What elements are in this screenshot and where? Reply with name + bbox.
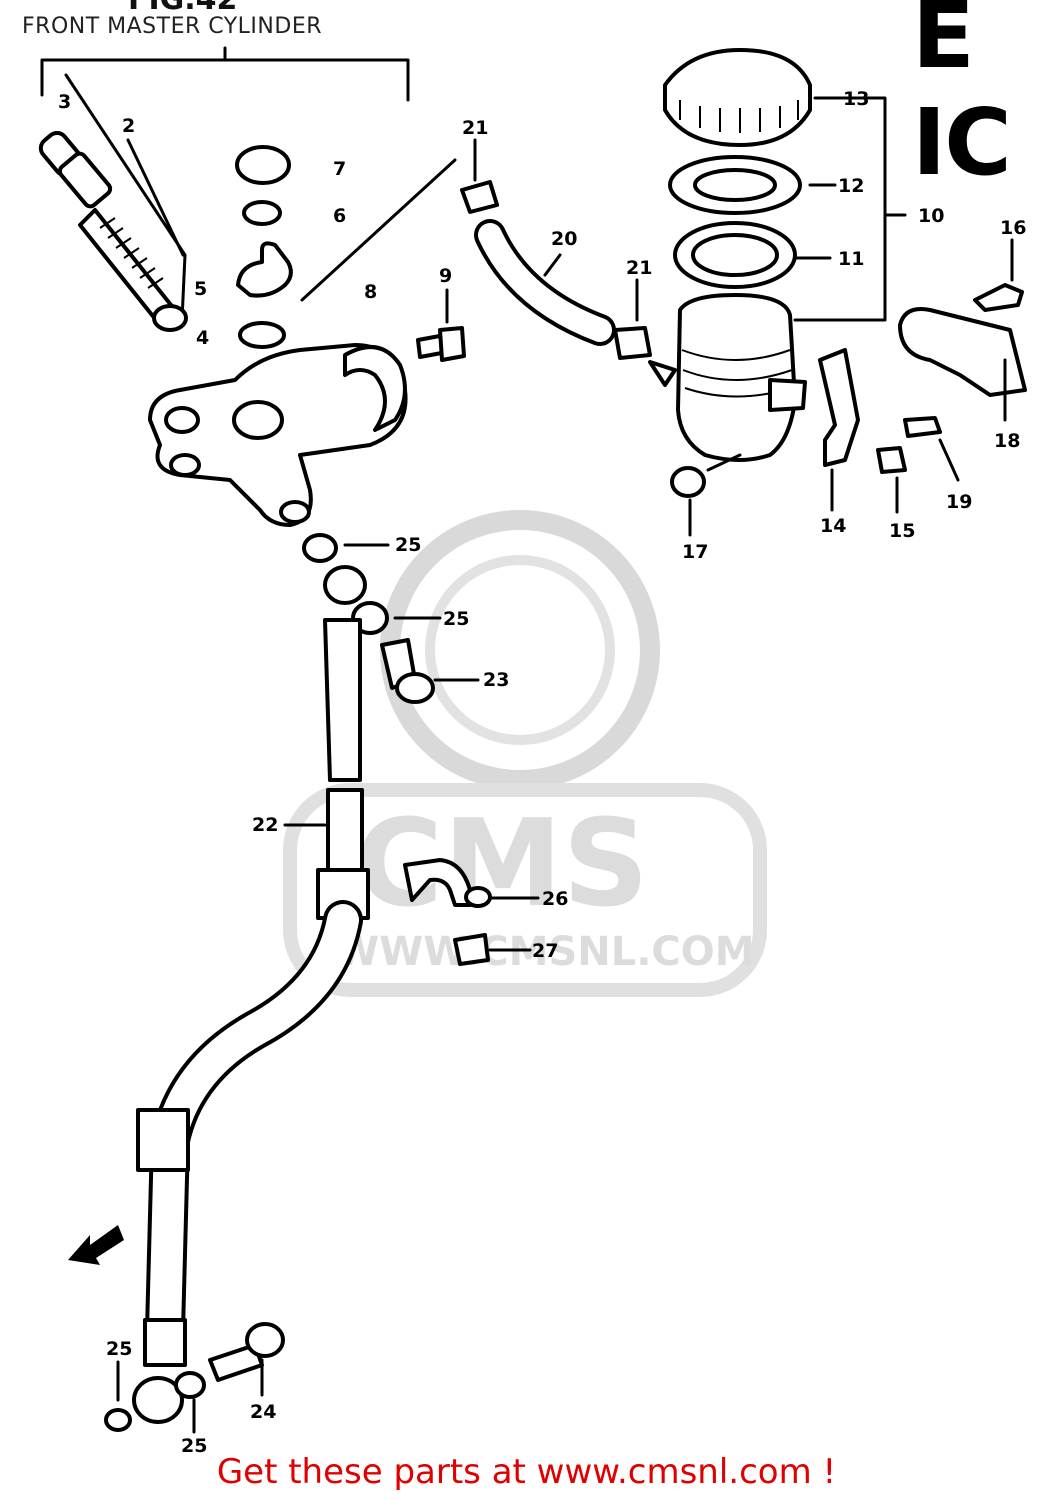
banjo-fittings [302,533,480,704]
callout-2: 2 [122,115,135,137]
callout-14: 14 [820,515,846,537]
callout-4: 4 [196,327,209,349]
callout-18: 18 [994,430,1020,452]
reservoir-hose [460,138,652,360]
callout-13: 13 [843,88,869,110]
bolt-24 [104,1322,285,1434]
callout-15: 15 [889,520,915,542]
piston-assembly [38,131,188,332]
callout-24: 24 [250,1401,276,1423]
callout-27: 27 [532,940,558,962]
watermark: CMS WWW.CMSNL.COM [283,510,767,997]
callout-11: 11 [838,248,864,270]
mounting-brackets [818,238,1027,514]
diagram-caption: FRONT MASTER CYLINDER [22,14,323,39]
callout-20: 20 [551,228,577,250]
callout-12: 12 [838,175,864,197]
bolt-9 [416,288,466,362]
reservoir-fitting [235,145,457,349]
watermark-url: WWW.CMSNL.COM [335,929,755,975]
callout-6: 6 [333,205,346,227]
callout-7: 7 [333,158,346,180]
group-bracket [40,46,410,102]
reservoir-assembly [648,48,812,462]
figure-label: FIG.42 [128,0,237,17]
callout-21-right: 21 [626,257,652,279]
section-code: E IC [912,0,1012,196]
callout-17: 17 [682,541,708,563]
callout-21-top: 21 [462,117,488,139]
callout-8: 8 [364,281,377,303]
direction-arrow [68,1225,124,1265]
callout-23: 23 [483,669,509,691]
watermark-logo: CMS [355,795,649,934]
leader-3 [64,73,187,322]
plug-17 [670,453,742,537]
callout-25-bottom: 25 [181,1435,207,1457]
brake-hose [132,618,370,1424]
callout-16: 16 [1000,217,1026,239]
callout-9: 9 [439,265,452,287]
callout-19: 19 [946,491,972,513]
leader-2 [126,138,185,257]
callout-10: 10 [918,205,944,227]
callout-3: 3 [58,91,71,113]
callout-25-lower-left: 25 [106,1338,132,1360]
hose-clamp [403,858,540,966]
callout-25-upper: 25 [395,534,421,556]
callout-26: 26 [542,888,568,910]
leader-10 [793,96,907,322]
order-parts-link[interactable]: Get these parts at www.cmsnl.com ! [216,1452,837,1492]
callout-5: 5 [194,278,207,300]
master-cylinder-body [148,343,408,527]
callout-25-middle: 25 [443,608,469,630]
callout-22: 22 [252,814,278,836]
